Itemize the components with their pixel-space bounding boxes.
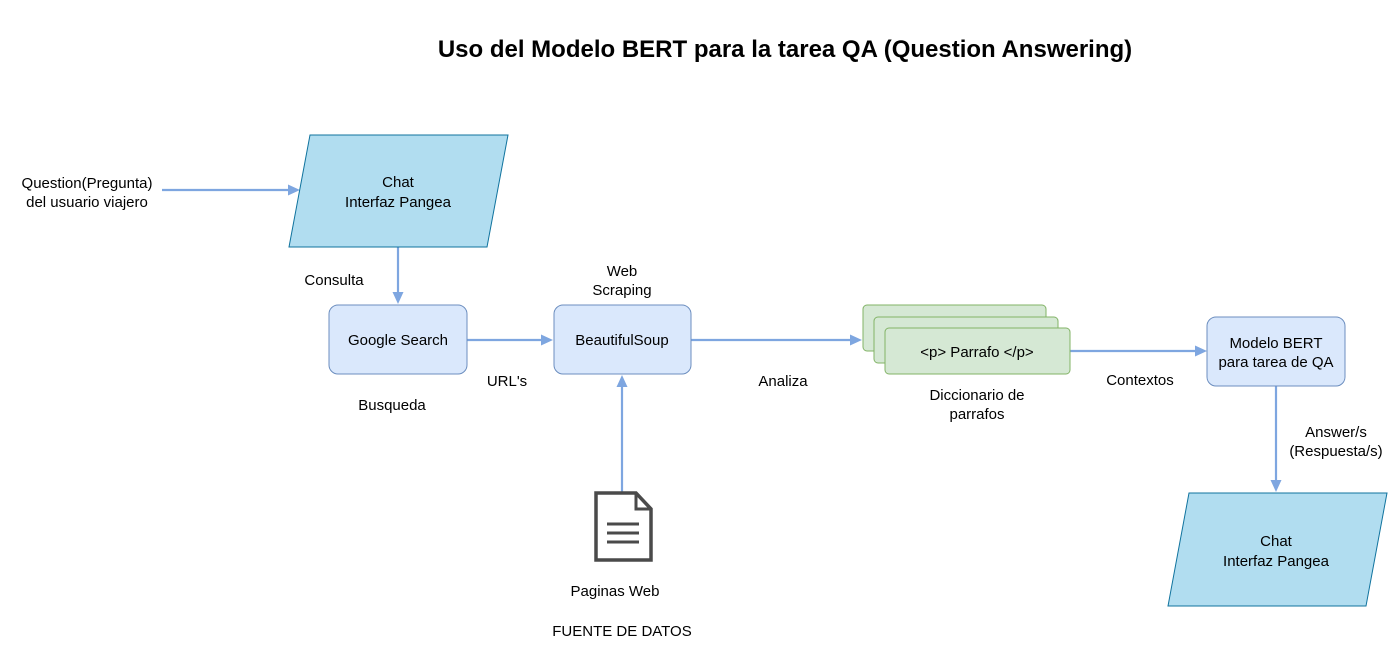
edge-paragraphs-to-bert xyxy=(1070,345,1207,357)
question-label-line2: del usuario viajero xyxy=(26,194,148,211)
chat-output-label-line2: Interfaz Pangea xyxy=(1223,553,1330,570)
beautifulsoup-label: BeautifulSoup xyxy=(575,332,668,349)
paragraph-card-front xyxy=(884,327,1071,375)
edge-question-to-chat xyxy=(162,184,300,196)
analiza-label: Analiza xyxy=(758,373,808,390)
chat-input-shape xyxy=(288,134,509,248)
bert-model-label-line2: para tarea de QA xyxy=(1218,354,1333,371)
edge-bert-to-chat-output xyxy=(1270,386,1282,492)
chat-output-label-line1: Chat xyxy=(1260,533,1293,550)
diccionario-label-line2: parrafos xyxy=(949,406,1004,423)
google-search-label: Google Search xyxy=(348,332,448,349)
bert-model-node: Modelo BERT para tarea de QA xyxy=(1206,316,1346,387)
consulta-label: Consulta xyxy=(304,272,364,289)
chat-input-label-line1: Chat xyxy=(382,174,415,191)
chat-input-label-line2: Interfaz Pangea xyxy=(345,194,452,211)
answer-label-line2: (Respuesta/s) xyxy=(1289,443,1382,460)
question-label-line1: Question(Pregunta) xyxy=(22,175,153,192)
beautifulsoup-node: BeautifulSoup xyxy=(553,304,692,375)
busqueda-label: Busqueda xyxy=(358,397,426,414)
google-search-node: Google Search xyxy=(328,304,468,375)
edge-webpages-to-beautifulsoup xyxy=(616,375,628,492)
urls-label: URL's xyxy=(487,373,527,390)
diccionario-label-line1: Diccionario de xyxy=(929,387,1024,404)
chat-interface-output-node: Chat Interfaz Pangea xyxy=(1167,492,1388,607)
paragraphs-stack-node: <p> Parrafo </p> xyxy=(862,304,1071,375)
document-icon xyxy=(594,491,653,562)
web-scraping-label-line2: Scraping xyxy=(592,282,651,299)
edge-google-to-beautifulsoup xyxy=(467,334,553,346)
bert-model-label-line1: Modelo BERT xyxy=(1229,335,1322,352)
contextos-label: Contextos xyxy=(1106,372,1174,389)
fuente-datos-label: FUENTE DE DATOS xyxy=(552,623,691,640)
chat-output-shape xyxy=(1167,492,1388,607)
edge-chat-to-google xyxy=(392,247,404,304)
web-scraping-label-line1: Web xyxy=(607,263,638,280)
paragraphs-label: <p> Parrafo </p> xyxy=(920,344,1034,361)
edge-beautifulsoup-to-paragraphs xyxy=(691,334,862,346)
answer-label-line1: Answer/s xyxy=(1305,424,1367,441)
chat-interface-input-node: Chat Interfaz Pangea xyxy=(288,134,509,248)
diagram-title: Uso del Modelo BERT para la tarea QA (Qu… xyxy=(438,36,1132,63)
paginas-web-label: Paginas Web xyxy=(571,583,660,600)
